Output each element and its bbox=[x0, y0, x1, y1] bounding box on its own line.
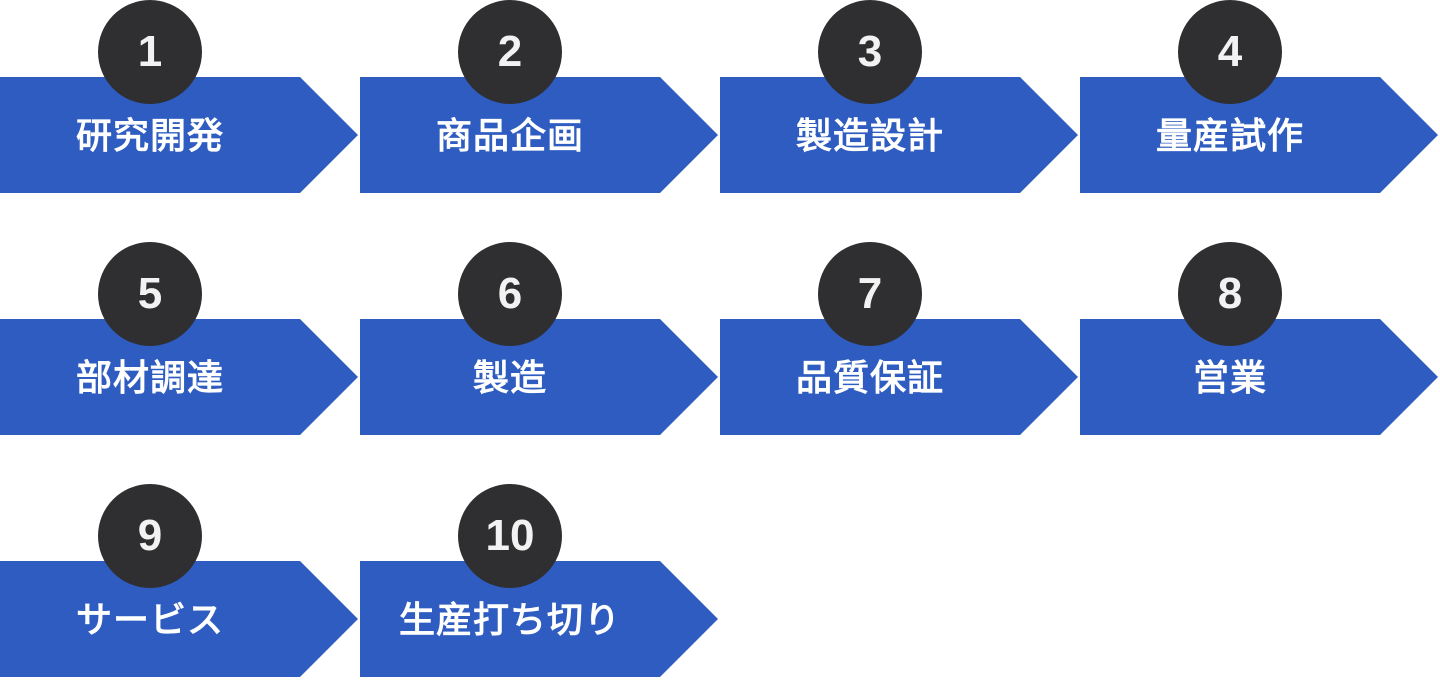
arrow-banner: 営業 bbox=[1080, 319, 1438, 435]
arrow-banner: 部材調達 bbox=[0, 319, 358, 435]
step-1: 1 研究開発 bbox=[0, 0, 360, 193]
step-9-number-badge: 9 bbox=[98, 484, 202, 588]
step-4-number-badge: 4 bbox=[1178, 0, 1282, 104]
step-label: 生産打ち切り bbox=[398, 599, 621, 640]
step-label: 営業 bbox=[1192, 357, 1267, 398]
arrow-banner: 品質保証 bbox=[720, 319, 1078, 435]
arrow-banner: 商品企画 bbox=[360, 77, 718, 193]
step-5: 5 部材調達 bbox=[0, 242, 360, 435]
step-3: 3 製造設計 bbox=[720, 0, 1080, 193]
step-label: 部材調達 bbox=[75, 357, 224, 398]
flow-row-2: 5 部材調達 6 製造 7 品質保証 8 bbox=[0, 242, 1440, 435]
step-label: 量産試作 bbox=[1155, 115, 1304, 156]
arrow-banner: 製造 bbox=[360, 319, 718, 435]
step-2: 2 商品企画 bbox=[360, 0, 720, 193]
step-label: 製造 bbox=[472, 357, 547, 398]
step-4: 4 量産試作 bbox=[1080, 0, 1440, 193]
step-7-number-badge: 7 bbox=[818, 242, 922, 346]
step-9: 9 サービス bbox=[0, 484, 360, 677]
arrow-banner: 製造設計 bbox=[720, 77, 1078, 193]
flow-row-3: 9 サービス 10 生産打ち切り bbox=[0, 484, 1440, 677]
step-6-number-badge: 6 bbox=[458, 242, 562, 346]
arrow-banner: 生産打ち切り bbox=[360, 561, 718, 677]
step-10-number-badge: 10 bbox=[458, 484, 562, 588]
step-2-number-badge: 2 bbox=[458, 0, 562, 104]
step-number: 1 bbox=[137, 27, 163, 76]
step-number: 7 bbox=[857, 269, 883, 318]
step-5-number-badge: 5 bbox=[98, 242, 202, 346]
flow-row-1: 1 研究開発 2 商品企画 3 製造設計 4 bbox=[0, 0, 1440, 193]
arrow-banner: サービス bbox=[0, 561, 358, 677]
step-number: 8 bbox=[1217, 269, 1243, 318]
step-label: 製造設計 bbox=[795, 115, 944, 156]
step-label: 品質保証 bbox=[795, 357, 944, 398]
step-label: 商品企画 bbox=[435, 115, 584, 156]
step-number: 6 bbox=[497, 269, 523, 318]
step-label: 研究開発 bbox=[75, 115, 224, 156]
step-10: 10 生産打ち切り bbox=[360, 484, 720, 677]
step-8: 8 営業 bbox=[1080, 242, 1440, 435]
step-3-number-badge: 3 bbox=[818, 0, 922, 104]
arrow-banner: 研究開発 bbox=[0, 77, 358, 193]
step-number: 5 bbox=[137, 269, 163, 318]
step-6: 6 製造 bbox=[360, 242, 720, 435]
step-number: 10 bbox=[485, 511, 535, 560]
step-1-number-badge: 1 bbox=[98, 0, 202, 104]
step-7: 7 品質保証 bbox=[720, 242, 1080, 435]
step-number: 9 bbox=[137, 511, 163, 560]
step-8-number-badge: 8 bbox=[1178, 242, 1282, 346]
step-label: サービス bbox=[75, 599, 224, 640]
step-number: 4 bbox=[1217, 27, 1243, 76]
step-number: 3 bbox=[857, 27, 883, 76]
step-number: 2 bbox=[497, 27, 523, 76]
arrow-banner: 量産試作 bbox=[1080, 77, 1438, 193]
